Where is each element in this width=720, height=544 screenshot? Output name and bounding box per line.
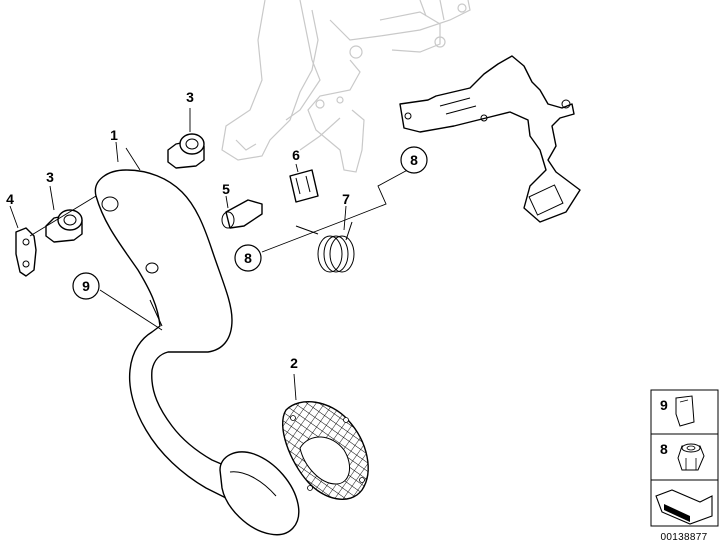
arrow-icon — [655, 489, 713, 525]
callout-2: 2 — [290, 355, 298, 371]
clip-icon — [675, 395, 695, 427]
callout-3-upper: 3 — [186, 89, 194, 105]
callout-label: 3 — [186, 89, 194, 105]
callout-label: 5 — [222, 181, 230, 197]
callout-8-upper: 8 — [400, 146, 428, 174]
legend-arrow-row — [655, 489, 713, 525]
callout-label: 9 — [82, 278, 90, 294]
torsion-spring-part-7 — [295, 221, 355, 273]
callout-label: 3 — [46, 169, 54, 185]
callout-3-lower: 3 — [46, 169, 54, 185]
legend-label: 9 — [660, 397, 668, 413]
nut-icon — [677, 443, 705, 471]
callout-label: 1 — [110, 127, 118, 143]
pedal-arm-part-1 — [94, 169, 300, 536]
callout-7: 7 — [342, 191, 350, 207]
callout-label: 6 — [292, 147, 300, 163]
legend-label: 8 — [660, 441, 668, 457]
legend-row-9: 9 — [660, 395, 695, 427]
callout-4: 4 — [6, 191, 14, 207]
callout-label: 8 — [244, 250, 252, 266]
callout-label: 4 — [6, 191, 14, 207]
parts-legend: 9 8 00138877 — [650, 389, 719, 543]
callout-9: 9 — [72, 272, 100, 300]
bushing-part-3-lower — [45, 209, 83, 243]
callout-1: 1 — [110, 127, 118, 143]
callout-8-lower: 8 — [234, 244, 262, 272]
legend-row-8: 8 — [660, 441, 705, 471]
pedal-box-background — [221, 0, 471, 173]
bushing-part-3-upper — [167, 133, 205, 169]
callout-label: 2 — [290, 355, 298, 371]
document-number: 00138877 — [661, 532, 708, 543]
callout-6: 6 — [292, 147, 300, 163]
leader-lines — [9, 108, 427, 401]
callout-5: 5 — [222, 181, 230, 197]
spring-clip-part-6 — [289, 169, 319, 203]
callout-label: 7 — [342, 191, 350, 207]
callout-label: 8 — [410, 152, 418, 168]
bracket-part-8 — [399, 55, 581, 223]
plunger-part-5 — [221, 199, 263, 229]
clip-part-4 — [15, 227, 37, 277]
pedal-pad-part-2 — [282, 401, 369, 500]
